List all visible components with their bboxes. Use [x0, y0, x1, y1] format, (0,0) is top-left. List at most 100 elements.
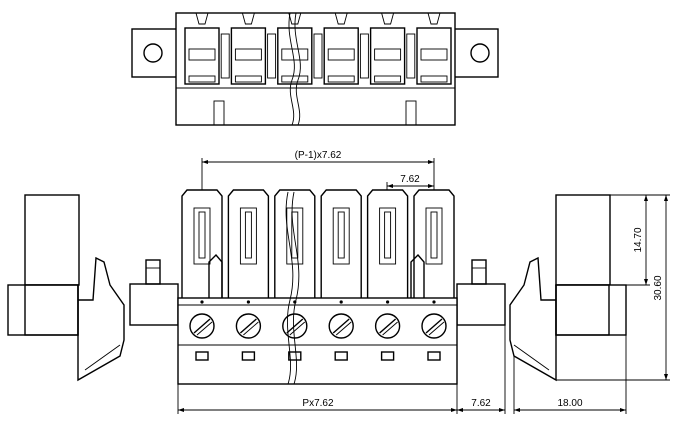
front-wire: [285, 191, 294, 385]
screw-head: [328, 313, 354, 339]
screw: [328, 313, 354, 361]
screw-slot-edge: [243, 321, 259, 336]
top-pin-contact: [327, 75, 355, 83]
top-pin-contact: [374, 75, 402, 83]
screw: [235, 313, 262, 361]
screw-slot: [239, 318, 257, 334]
top-divider: [220, 33, 230, 79]
side-view-left: [7, 194, 125, 382]
top-pin-slot: [234, 48, 262, 61]
top-pin-cell: [184, 27, 220, 85]
screw: [189, 313, 215, 361]
test-port: [380, 351, 395, 361]
front-pin-window: [379, 207, 397, 265]
top-pin-cell: [230, 27, 267, 85]
front-pin-post: [274, 189, 316, 298]
front-pin-window: [425, 207, 443, 265]
screw-slot-edge: [382, 321, 398, 336]
front-pin-contact: [430, 211, 438, 259]
top-pin-slot: [188, 48, 216, 61]
test-port: [288, 351, 302, 361]
top-notch: [427, 12, 441, 25]
top-notch: [195, 12, 209, 25]
top-notch: [334, 12, 348, 25]
screw-slot-edge: [428, 321, 445, 336]
screw: [421, 313, 447, 361]
top-notch: [241, 12, 255, 25]
top-pin-slot: [327, 48, 355, 61]
top-pin-contact: [234, 75, 262, 83]
front-pin-post: [413, 189, 455, 298]
front-pin-contact: [337, 211, 345, 259]
screw-slot-edge: [196, 321, 213, 336]
top-pin-contact: [188, 75, 216, 83]
dim-total-height-label: 30.60: [653, 275, 664, 300]
top-pin-contact: [281, 75, 309, 83]
screw-slot: [286, 318, 304, 334]
top-divider: [313, 33, 323, 79]
top-pin-slot: [420, 48, 448, 61]
test-port: [241, 351, 256, 361]
screw-slot: [425, 318, 443, 334]
screw-head: [189, 313, 215, 339]
test-port: [427, 351, 441, 361]
dim-total-width-label: Px7.62: [302, 398, 334, 409]
front-pin-contact: [384, 211, 392, 259]
top-pin-cell: [323, 27, 359, 85]
screw-slot: [193, 318, 211, 334]
front-pin-contact: [244, 211, 252, 259]
top-pin-contact: [420, 75, 448, 83]
front-view: [129, 189, 506, 385]
top-notches: [195, 12, 441, 25]
front-flange-right: [456, 283, 506, 326]
top-pin-slot: [281, 48, 309, 61]
front-pin-marker: [386, 300, 390, 304]
test-port: [334, 351, 348, 361]
top-notch: [381, 12, 395, 25]
top-pin-cell: [369, 27, 406, 85]
dim-upper-height-label: 14.70: [633, 227, 644, 252]
screw-slot-edge: [289, 321, 306, 336]
front-pin-posts: [181, 189, 455, 304]
top-pin-cell: [416, 27, 452, 85]
dim-flange-label: 7.62: [471, 398, 491, 409]
front-pin-contact: [198, 211, 206, 259]
front-pin-window: [332, 207, 350, 265]
mount-hole-left: [143, 43, 163, 63]
front-pin-window: [286, 207, 304, 265]
top-divider: [406, 33, 416, 79]
front-flange-left: [129, 283, 179, 326]
top-divider: [359, 33, 369, 79]
mount-hole-right: [470, 43, 490, 63]
screw-slot: [332, 318, 350, 334]
front-pin-post: [181, 189, 223, 298]
side-view-right: [509, 194, 627, 382]
screw-head: [235, 313, 262, 339]
front-pin-window: [193, 207, 211, 265]
dimensions: (P-1)x7.62 7.62 Px7.62 7.62 18.00 1: [177, 150, 670, 414]
screw-slot-edge: [335, 321, 352, 336]
front-pin-post: [227, 189, 270, 298]
front-pin-post: [366, 189, 409, 298]
screw-slot: [379, 318, 397, 334]
screw-head: [374, 313, 401, 339]
front-pin-marker: [432, 300, 436, 304]
front-pin-post: [320, 189, 362, 298]
dim-pitch-label: 7.62: [400, 174, 420, 185]
front-body: [177, 297, 458, 385]
dim-span-label: (P-1)x7.62: [295, 150, 342, 161]
front-pin-marker: [200, 300, 204, 304]
front-pin-marker: [246, 300, 250, 304]
dim-depth-label: 18.00: [557, 398, 582, 409]
top-wire: [288, 12, 295, 126]
front-pin-marker: [339, 300, 343, 304]
top-pin-cells: [184, 27, 452, 85]
front-pin-contact: [291, 211, 299, 259]
test-port: [195, 351, 209, 361]
screw: [374, 313, 401, 361]
top-pin-slot: [374, 48, 402, 61]
screw-head: [421, 313, 447, 339]
top-divider: [267, 33, 277, 79]
top-body: [175, 12, 456, 126]
